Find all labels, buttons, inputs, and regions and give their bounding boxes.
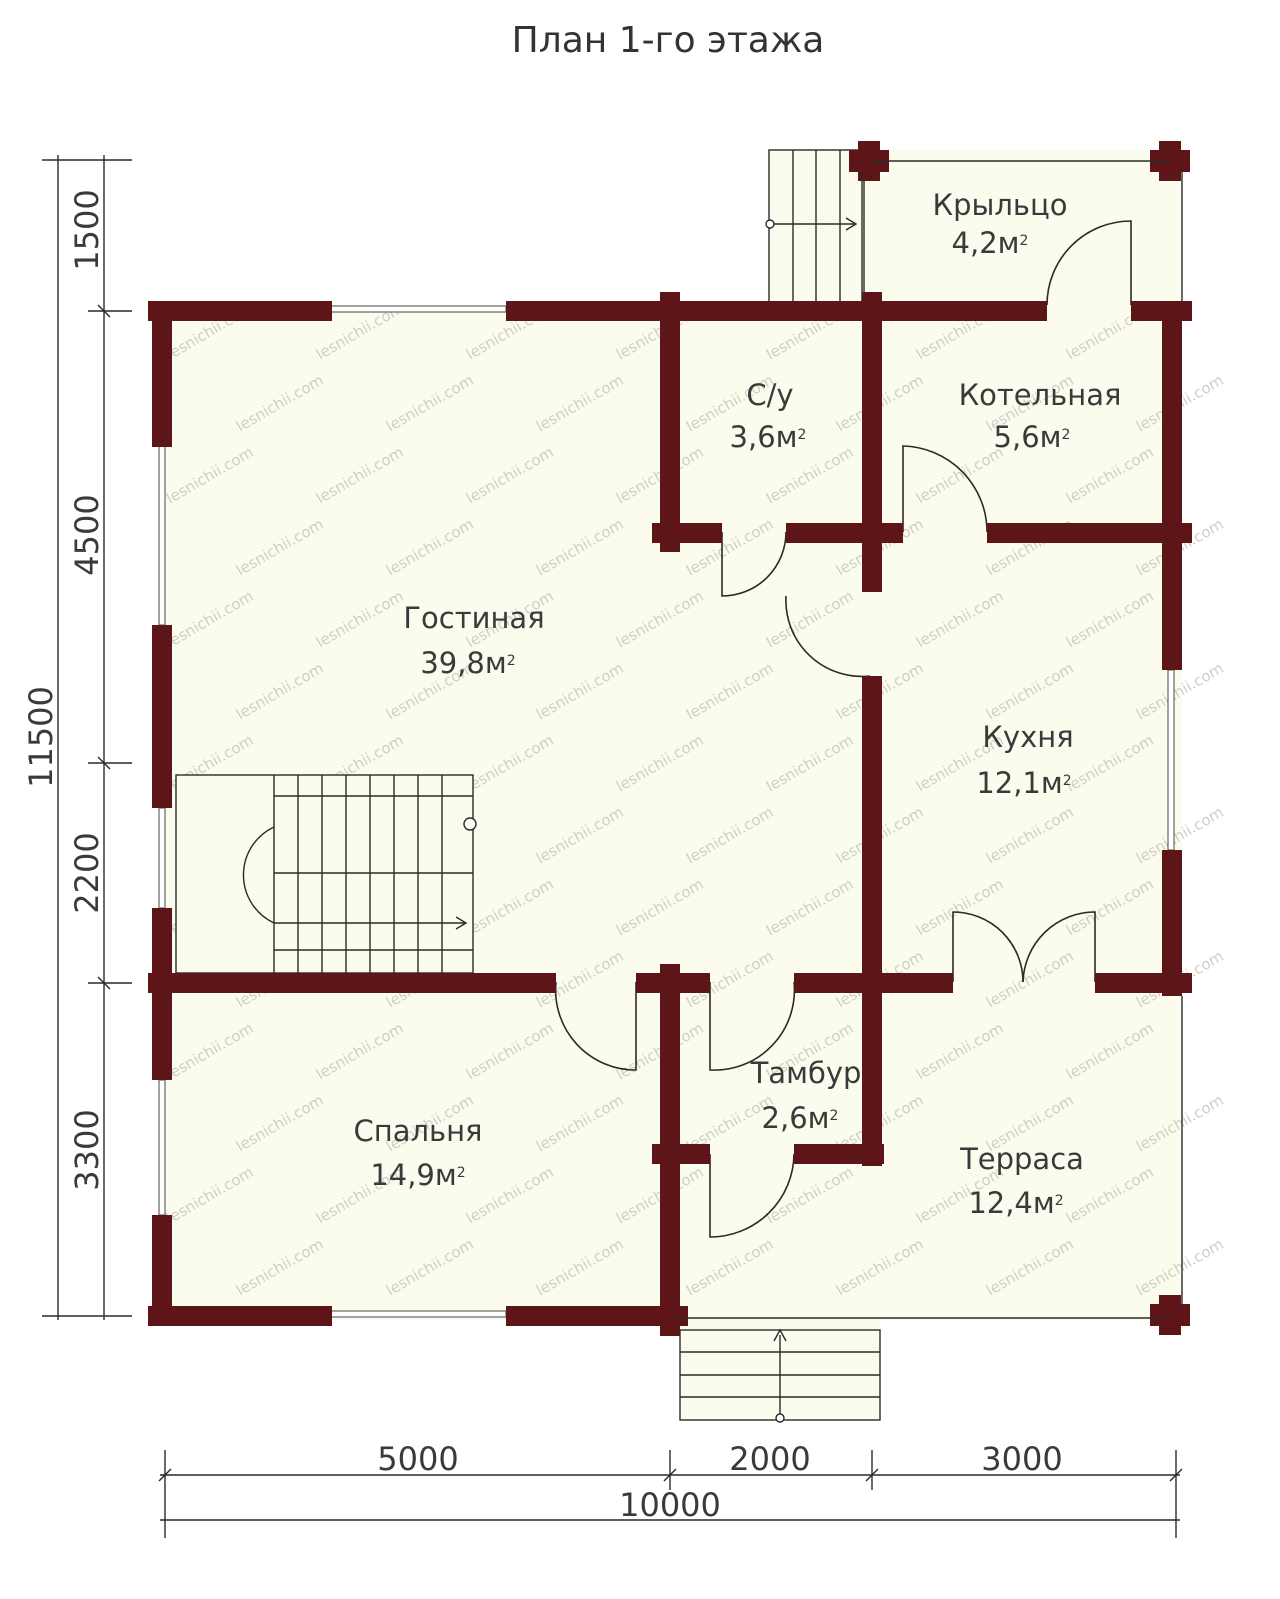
porch-outline [680, 160, 1183, 1319]
walls [148, 141, 1192, 1336]
room-living-area: 39,8м2 [420, 646, 515, 680]
room-bathroom-name: С/у [746, 378, 793, 412]
room-terrace-name: Терраса [959, 1142, 1084, 1176]
room-living-name: Гостиная [403, 601, 544, 635]
door-swings [554, 220, 1132, 1238]
dim-v-3: 2200 [68, 832, 106, 913]
room-bathroom-area: 3,6м2 [730, 420, 807, 454]
dim-h-1: 5000 [377, 1440, 458, 1478]
interior-staircase [175, 774, 477, 974]
room-porch-area: 4,2м2 [952, 226, 1029, 260]
horizontal-dimensions: 5000 2000 3000 10000 [158, 1440, 1183, 1538]
dim-v-1: 1500 [68, 189, 106, 270]
room-kitchen-name: Кухня [982, 720, 1073, 754]
dim-v-2: 4500 [68, 494, 106, 575]
room-vestibule-name: Тамбур [750, 1056, 862, 1090]
dim-v-4: 3300 [68, 1109, 106, 1190]
room-vestibule-area: 2,6м2 [762, 1101, 839, 1135]
room-boiler-name: Котельная [959, 378, 1122, 412]
vertical-dimensions: 1500 4500 2200 3300 11500 [22, 155, 132, 1320]
dim-h-total: 10000 [619, 1486, 721, 1524]
room-terrace-area: 12,4м2 [968, 1186, 1063, 1220]
dim-v-total: 11500 [22, 686, 60, 788]
plan-title: План 1-го этажа [512, 20, 825, 61]
porch-stairs [765, 149, 865, 303]
dim-h-3: 3000 [981, 1440, 1062, 1478]
room-boiler-area: 5,6м2 [994, 420, 1071, 454]
room-bedroom-name: Спальня [353, 1114, 482, 1148]
room-bedroom-area: 14,9м2 [370, 1158, 465, 1192]
room-porch-name: Крыльцо [932, 188, 1067, 222]
room-labels: Крыльцо 4,2м2 С/у 3,6м2 Котельная 5,6м2 … [353, 188, 1121, 1220]
room-kitchen-area: 12,1м2 [976, 766, 1071, 800]
dim-h-2: 2000 [729, 1440, 810, 1478]
front-stairs [679, 1328, 881, 1423]
